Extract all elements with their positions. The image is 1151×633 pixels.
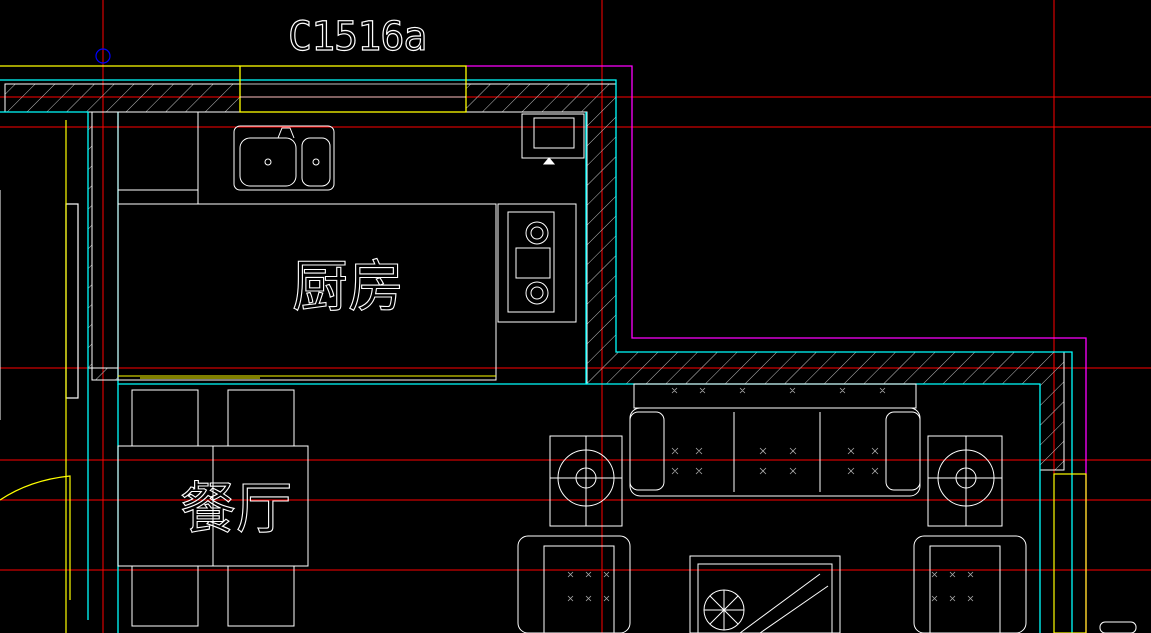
room-label-dining: 餐厅 bbox=[180, 477, 292, 542]
kitchen-counter[interactable] bbox=[117, 111, 497, 381]
armchair[interactable] bbox=[913, 535, 1027, 633]
appliance-box[interactable] bbox=[521, 113, 585, 165]
wall-outline-magenta bbox=[466, 65, 1087, 633]
circle-marker-icon[interactable] bbox=[95, 48, 111, 64]
armchair[interactable] bbox=[517, 535, 631, 633]
table-lamp-icon[interactable] bbox=[927, 435, 1003, 527]
double-sink-icon[interactable] bbox=[233, 125, 335, 191]
window-label: C1516a bbox=[288, 14, 427, 60]
window-c1516a[interactable] bbox=[0, 65, 467, 113]
left-window[interactable] bbox=[0, 120, 79, 633]
wall-partial bbox=[0, 190, 1137, 633]
table-lamp-icon[interactable] bbox=[549, 435, 623, 527]
room-label-kitchen: 厨房 bbox=[292, 255, 404, 320]
dining-table[interactable] bbox=[117, 389, 309, 627]
coffee-table[interactable] bbox=[689, 555, 841, 633]
gas-stove-icon[interactable] bbox=[497, 203, 577, 323]
sofa[interactable] bbox=[629, 383, 921, 497]
right-window[interactable] bbox=[1053, 473, 1087, 633]
